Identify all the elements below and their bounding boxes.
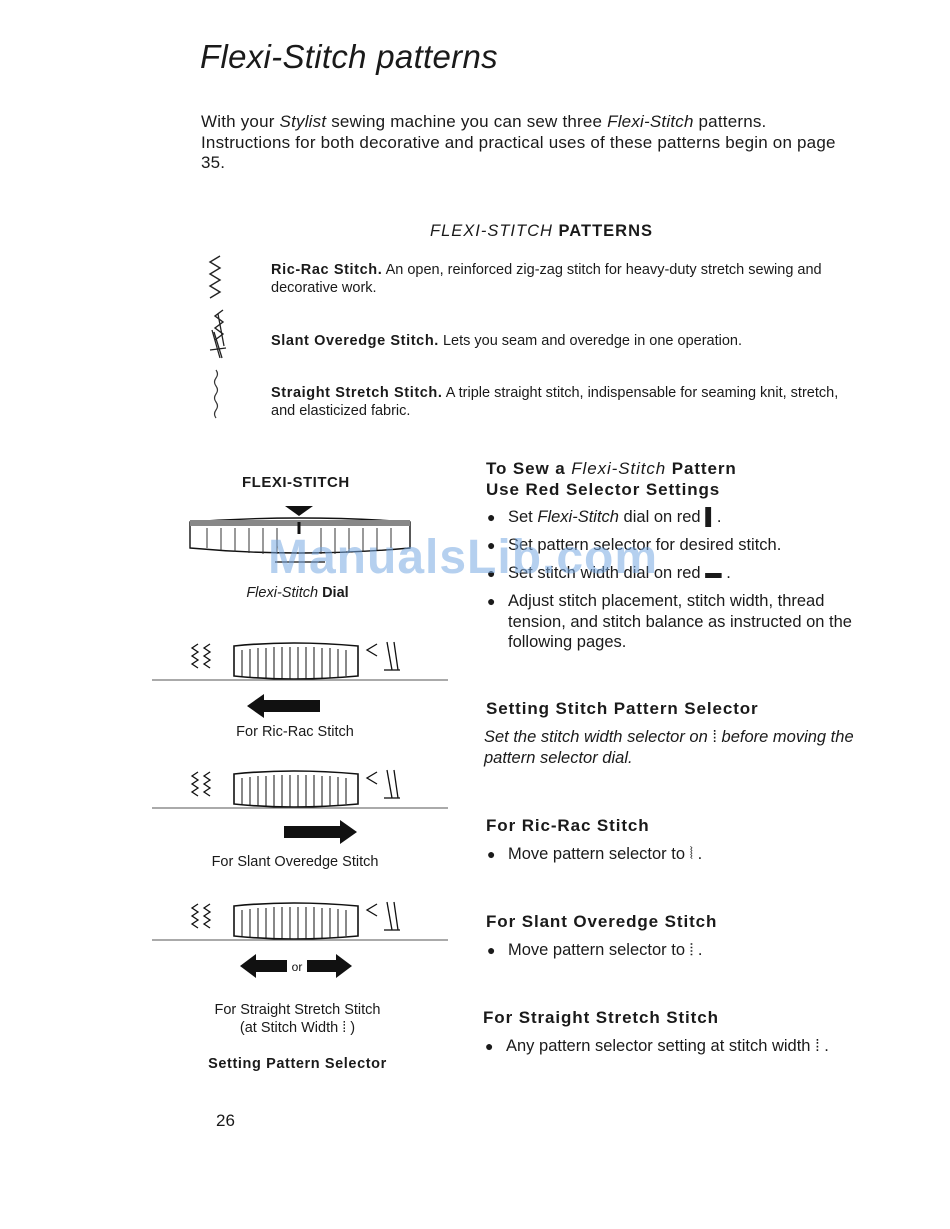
intro-paragraph: With your Stylist sewing machine you can…: [201, 112, 836, 172]
bullet-set-dial: ●Set Flexi-Stitch dial on red ▌.: [487, 508, 722, 526]
bullet-slant: ●Move pattern selector to ⦙ .: [487, 941, 703, 959]
straight-heading: For Straight Stretch Stitch: [483, 1008, 719, 1027]
red-settings-heading: Use Red Selector Settings: [486, 480, 721, 499]
setting-selector-note: Set the stitch width selector on ⁞ befor…: [484, 728, 854, 767]
caption-slant: For Slant Overedge Stitch: [211, 854, 379, 870]
straight-stretch-icon: [213, 369, 219, 419]
to-sew-heading: To Sew a Flexi-Stitch Pattern: [486, 459, 737, 478]
slant-heading: For Slant Overedge Stitch: [486, 912, 718, 931]
ric-rac-heading: For Ric-Rac Stitch: [486, 816, 650, 835]
arrow-left-icon: [240, 954, 287, 978]
bullet-ric-rac: ●Move pattern selector to ⦚ .: [487, 845, 703, 863]
pointer-arrow-icon: [285, 506, 313, 516]
flexi-stitch-dial-illustration: [189, 506, 411, 563]
bullet-stitch-width: ●Set stitch width dial on red ▬ .: [487, 564, 731, 582]
bullet-pattern-selector: ●Set pattern selector for desired stitch…: [487, 536, 782, 554]
bullet-adjust: ●Adjust stitch placement, stitch width, …: [487, 592, 852, 651]
pattern-straight-stretch: Straight Stretch Stitch. A triple straig…: [271, 385, 839, 419]
dial-caption: Flexi-Stitch Dial: [246, 585, 349, 601]
or-label: or: [292, 960, 303, 974]
dial-label: FLEXI-STITCH: [242, 474, 350, 491]
watermark: ManualsLib.com: [268, 531, 659, 584]
arrow-right-icon: [284, 820, 357, 844]
section-heading: FLEXI-STITCH PATTERNS: [430, 222, 654, 240]
arrow-right-icon: [307, 954, 352, 978]
arrow-left-icon: [247, 694, 320, 718]
selector-figure-ric-rac: [152, 641, 448, 718]
caption-straight: For Straight Stretch Stitch: [214, 1002, 381, 1018]
selector-figure-straight: or: [152, 901, 448, 978]
page-title: Flexi-Stitch patterns: [200, 38, 498, 75]
pattern-icons: [208, 255, 227, 419]
selector-figure-slant: [152, 769, 448, 844]
slant-overedge-icon: [209, 313, 227, 359]
caption-straight-width: (at Stitch Width ⁞ ): [239, 1020, 356, 1036]
caption-setting-selector: Setting Pattern Selector: [208, 1056, 387, 1072]
caption-ric-rac: For Ric-Rac Stitch: [236, 724, 354, 740]
bullet-straight: ●Any pattern selector setting at stitch …: [485, 1037, 829, 1055]
setting-selector-heading: Setting Stitch Pattern Selector: [486, 699, 759, 718]
page-number: 26: [216, 1111, 235, 1130]
pattern-slant-overedge: Slant Overedge Stitch. Lets you seam and…: [271, 333, 743, 349]
pattern-ric-rac: Ric-Rac Stitch. An open, reinforced zig-…: [271, 262, 822, 296]
